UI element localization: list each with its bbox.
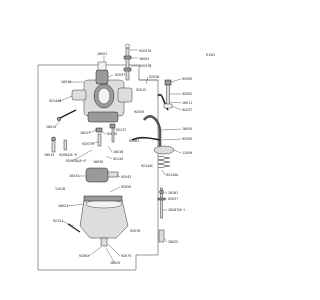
label-92055r: 92055 (182, 137, 192, 141)
label-16161: 16161 (168, 191, 178, 195)
adjuster-screw-part (56, 109, 77, 122)
label-92151: 92151 (53, 219, 63, 223)
label-11016: 11016 (55, 187, 65, 191)
pilot-screw-parts (51, 136, 67, 153)
diagram-code: E161 (206, 53, 215, 57)
label-92043: 92043 (121, 175, 131, 179)
label-92037c: 92037C (82, 142, 95, 146)
label-92002: 92002 (182, 92, 192, 96)
label-92037: 92037 (115, 73, 125, 77)
label-92055b: 92055 (134, 110, 144, 114)
label-16001: 16001 (97, 52, 107, 56)
float-bowl (79, 195, 129, 247)
bowl-screw-part (67, 223, 81, 233)
label-16025: 16025 (168, 240, 178, 244)
assembly-frame (37, 64, 159, 271)
label-92144: 92144 (113, 157, 123, 161)
cable-adjuster-part (123, 43, 132, 81)
label-16014: 16014 (44, 153, 54, 157)
label-92064: 92064/A~E (59, 153, 77, 157)
label-16016: 16016 (113, 150, 123, 154)
label-92026: 92026 (149, 75, 159, 79)
label-16011: 16011 (182, 101, 192, 105)
carburetor-parts-diagram: E161 16001 92037A 16003 92037B 16019 920… (37, 43, 215, 271)
jet-parts (95, 123, 116, 147)
label-16030: 16030 (93, 160, 103, 164)
label-92137: 92137 (116, 128, 126, 132)
label-11009: 11009 (182, 151, 192, 155)
label-92055: 92055 (182, 77, 192, 81)
needle-parts (157, 187, 166, 243)
label-16187: 16187/A~I (168, 208, 185, 212)
label-16021: 16021 (58, 204, 68, 208)
label-92063a: 92063A/A~E (66, 159, 86, 163)
label-92076: 92076 (130, 229, 140, 233)
diaphragm-spring-part (153, 145, 175, 169)
label-92144c: 92144C (141, 164, 154, 168)
label-92037bot: 92037 (168, 197, 178, 201)
label-16023: 16023 (110, 261, 120, 265)
label-92037r: 92037 (182, 108, 192, 112)
label-92037b: 92037B (139, 64, 151, 68)
label-92063b: 92063 (79, 254, 89, 258)
label-92037a: 92037A (139, 49, 152, 53)
carburetor-body (71, 61, 133, 123)
label-16003: 16003 (139, 57, 149, 61)
label-92015: 92015 (136, 88, 146, 92)
label-92144a: 92144A (166, 173, 179, 177)
label-16054: 16054 (182, 127, 192, 131)
label-92063: 92063 (129, 139, 139, 143)
label-16019: 16019 (61, 80, 71, 84)
label-16017: 16017 (80, 131, 90, 135)
air-hose-part (131, 115, 162, 150)
float-part (85, 167, 119, 183)
label-16031: 16031 (69, 174, 79, 178)
choke-parts (157, 79, 173, 111)
label-16012: 16012 (46, 125, 56, 129)
label-92144b: 92144B (49, 99, 61, 103)
label-92059: 92059 (121, 185, 131, 189)
label-92075: 92075 (121, 254, 131, 258)
